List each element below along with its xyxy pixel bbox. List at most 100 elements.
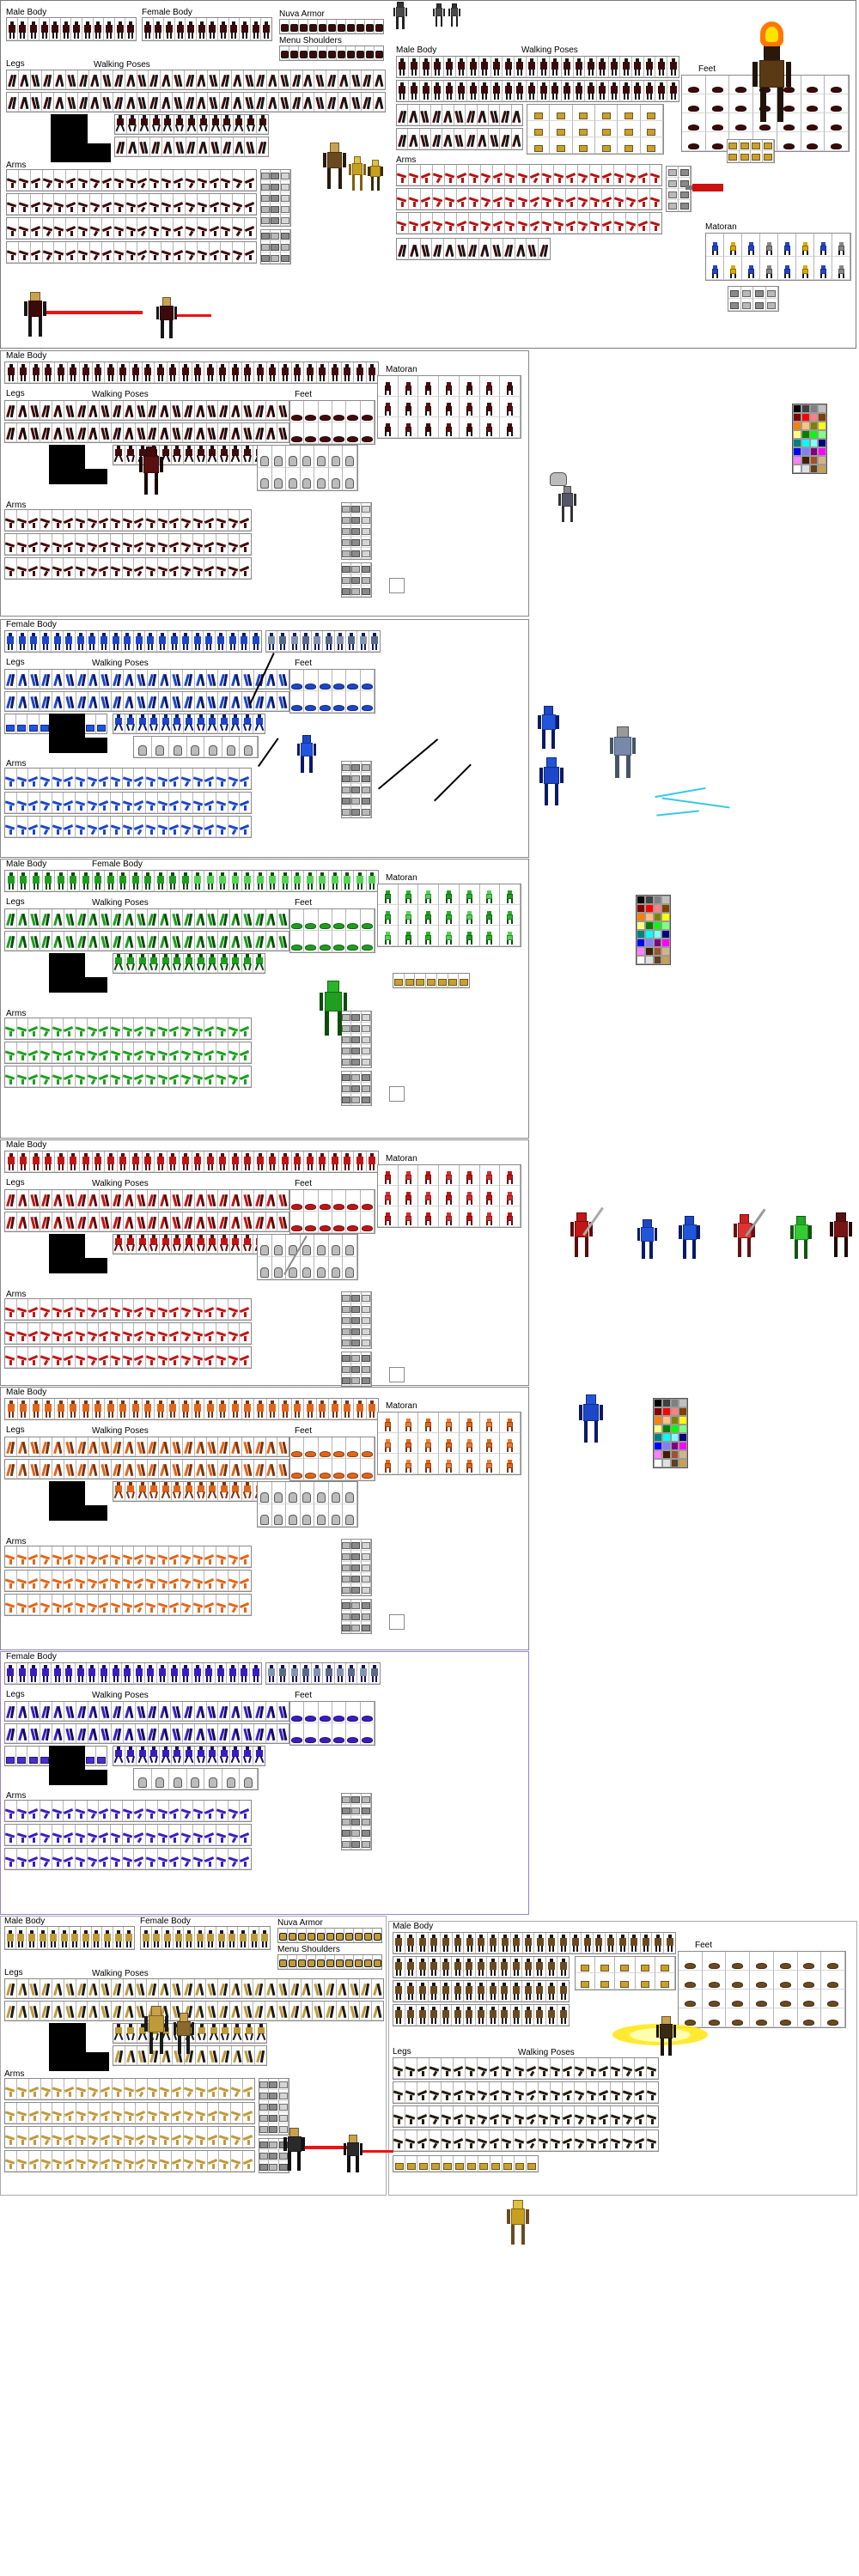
sprite-cell [832, 234, 850, 257]
sprite-cell [753, 287, 766, 299]
leg-pixel [21, 884, 22, 890]
sprite-cell [445, 189, 457, 210]
sprite-cell [158, 793, 170, 813]
arm-sprite [54, 249, 66, 261]
pose-sprite [222, 115, 232, 132]
arm-pixel [33, 1079, 35, 1084]
foot-sprite [362, 945, 373, 951]
leg-pixel [21, 428, 27, 440]
torso-pixel [241, 25, 248, 33]
matoran-sprite [729, 242, 737, 255]
legs-sprite [40, 935, 52, 949]
arm-sprite [566, 172, 578, 184]
arm-pixel [141, 255, 146, 261]
torso-pixel [551, 62, 558, 70]
body-sprite [62, 21, 70, 39]
item-sprite [767, 302, 776, 309]
sprite-cell [242, 670, 254, 689]
leg-pixel [235, 33, 236, 39]
arm-pixel [581, 202, 586, 208]
arm-sprite [43, 201, 55, 213]
foot-sprite [735, 125, 746, 131]
arm-sprite [228, 565, 241, 577]
torso-pixel [157, 1157, 164, 1164]
mask-sprite [289, 456, 297, 466]
arm-pixel [178, 183, 180, 188]
leg-pixel [223, 696, 228, 708]
leg-pixel [170, 1164, 172, 1170]
sprite-cell [29, 401, 41, 420]
matoran-sprite [384, 1212, 392, 1225]
leg-pixel [58, 405, 63, 417]
sprite-cell [28, 769, 40, 789]
leg-pixel [117, 936, 121, 948]
arm-sprite [66, 225, 78, 237]
item-sprite [29, 725, 38, 732]
sprite-cell [207, 446, 219, 465]
sprite-cell [350, 93, 362, 112]
sprite-cell [585, 81, 597, 101]
leg-pixel [202, 963, 205, 970]
arm-sprite [78, 249, 90, 261]
arm-pixel [221, 1079, 223, 1084]
arm-sprite [5, 541, 17, 553]
body-sprite [44, 872, 52, 890]
arm-sprite [590, 172, 602, 184]
sprite-cell [174, 194, 186, 215]
legs-sprite [100, 427, 111, 440]
torso-pixel [434, 86, 441, 94]
sprite-cell [113, 954, 125, 973]
section-label-feet: Feet [698, 64, 716, 74]
sprite-cell [361, 931, 375, 952]
sprite-cell [566, 189, 578, 210]
sprite-cell [261, 241, 271, 252]
arm-sprite [650, 196, 661, 208]
leg-pixel [389, 391, 391, 395]
arm-sprite [181, 1025, 193, 1037]
arm-sprite [240, 823, 251, 835]
leg-pixel [348, 375, 350, 381]
sprite-cell [369, 631, 380, 652]
sprite-cell [220, 70, 232, 89]
sprite-cell [279, 70, 291, 89]
sprite-cell [136, 401, 148, 420]
leg-pixel [635, 94, 637, 100]
body-sprite [218, 872, 227, 890]
sprite-cell [234, 137, 246, 156]
torso-pixel [356, 1157, 363, 1164]
legs-sprite [159, 1194, 170, 1207]
sprite-cell [254, 692, 266, 711]
sprite-cell [279, 871, 292, 891]
arm-pixel [107, 255, 109, 260]
leg-pixel [361, 644, 362, 650]
legs-sprite [207, 404, 218, 418]
parts-grid [341, 502, 372, 560]
arm-pixel [198, 1079, 200, 1084]
sprite-cell [801, 113, 825, 132]
torso-pixel [30, 25, 37, 33]
matoran-grid [377, 884, 521, 947]
leg-pixel [295, 644, 297, 650]
mask-sprite [332, 478, 340, 489]
sprite-cell [111, 1042, 123, 1063]
arm-strip [4, 792, 252, 814]
sprite-cell [169, 534, 181, 555]
leg-pixel [425, 940, 427, 945]
sprite-cell [76, 631, 88, 652]
arm-sprite [481, 220, 493, 232]
body-sprite [229, 21, 238, 39]
sprite-cell [105, 1151, 118, 1172]
legs-sprite [29, 427, 40, 440]
arm-sprite [146, 565, 158, 577]
legs-sprite [277, 427, 289, 440]
item-sprite [730, 302, 739, 309]
arm-sprite [161, 177, 174, 189]
sprite-cell [152, 737, 170, 757]
mask-sprite [345, 478, 354, 489]
matoran-sprite [384, 403, 392, 416]
arm-pixel [150, 571, 153, 576]
torso-pixel [182, 636, 189, 644]
leg-pixel [58, 936, 63, 948]
leg-pixel [233, 884, 235, 890]
leg-pixel [235, 405, 241, 417]
